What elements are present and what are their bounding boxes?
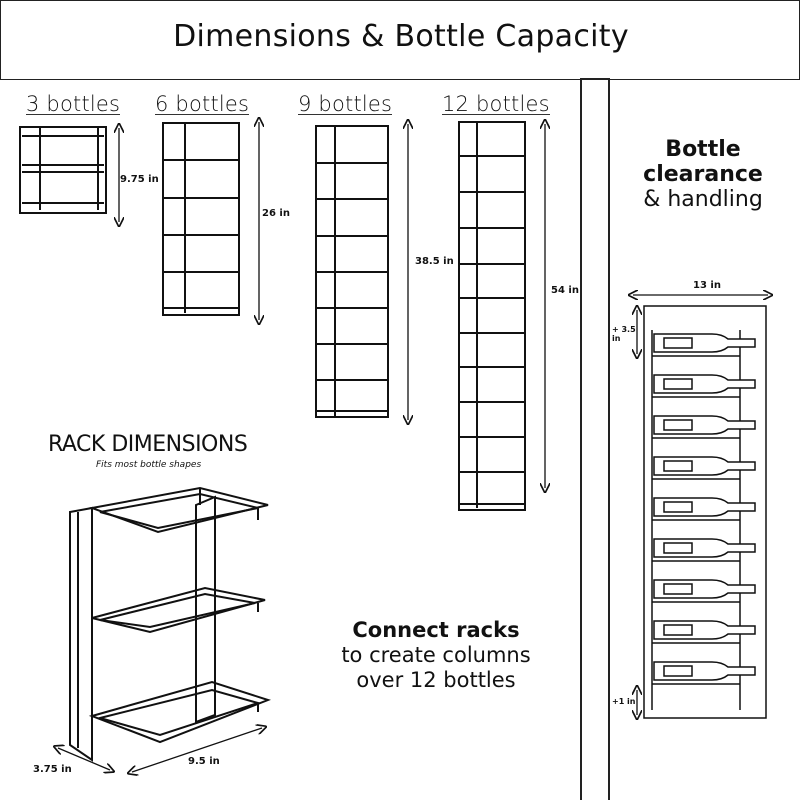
bottles-group [652,333,756,685]
rack-6-height: 26 in [262,208,290,219]
rack-dimensions-subtitle: Fits most bottle shapes [96,460,202,470]
bottle-label [663,419,693,431]
divider-right [608,79,610,800]
bottle-label [663,624,693,636]
rack-perspective-drawing [69,486,271,762]
rack-9-drawing [315,125,389,418]
bottle-label [663,378,693,390]
bottle-label [663,501,693,513]
bottle-label [663,337,693,349]
rack-depth-label: 3.75 in [33,764,72,775]
rack-3-label: 3 bottles [26,92,121,116]
rack-dimensions-title: RACK DIMENSIONS [48,432,248,457]
connect-line3: over 12 bottles [356,668,516,692]
bottle-label [663,460,693,472]
clearance-top-label: + 3.5 in [612,325,636,343]
bottle-label [663,542,693,554]
rack-9-height: 38.5 in [415,256,454,267]
rack-12-drawing [458,121,526,511]
rack-width-label: 9.5 in [188,756,220,767]
clearance-bottom-label: +1 in [612,697,636,706]
bottle-label [663,583,693,595]
connect-line1: Connect racks [352,618,520,642]
header-bar: Dimensions & Bottle Capacity [0,0,800,80]
bottle-label [663,665,693,677]
rack-3-drawing [19,126,107,214]
connect-racks-text: Connect racks to create columns over 12 … [316,618,556,693]
rack-dimension-arrows [58,728,262,772]
page-title: Dimensions & Bottle Capacity [173,19,629,54]
divider-left [580,79,582,800]
rack-12-height: 54 in [551,285,579,296]
rack-9-label: 9 bottles [298,92,393,116]
clearance-width-label: 13 in [693,280,721,291]
rack-6-label: 6 bottles [155,92,250,116]
clearance-heading: Bottle clearance & handling [618,137,788,212]
rack-12-label: 12 bottles [442,92,550,116]
clearance-line1: Bottle [665,137,741,162]
rack-6-drawing [162,122,240,316]
connect-line2: to create columns [341,643,531,667]
clearance-line2: clearance [643,162,763,187]
divider-top [580,78,610,80]
rack-3-height: 9.75 in [120,174,159,185]
clearance-line3: & handling [643,187,763,212]
